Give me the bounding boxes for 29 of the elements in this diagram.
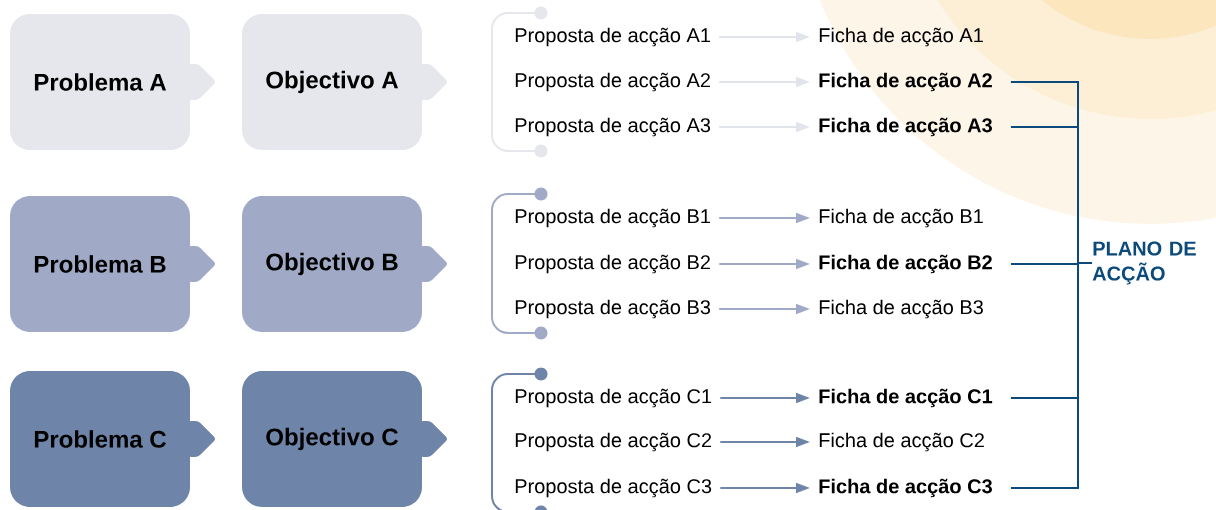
proposal-text: Proposta de acção B1 [515,208,710,228]
plan-label: PLANO DE ACÇÃO [1092,241,1196,285]
connector-line [1009,262,1093,489]
problem-box: Problema A [10,14,190,150]
action-sheet-text: Ficha de acção B1 [819,208,983,228]
proposal-text: Proposta de acção C3 [515,478,712,498]
action-sheet-text: Ficha de acção B3 [819,299,983,319]
proposal-text: Proposta de acção B3 [515,299,711,319]
action-sheet-text: Ficha de acção A1 [819,27,983,47]
chevron-arrow [188,64,215,100]
objective-box: Objectivo B [242,196,447,332]
action-sheet-text: Ficha de acção C1 [819,388,993,408]
chevron-arrow [188,246,215,282]
problem-box: Problema C [10,371,190,507]
action-sheet-text: Ficha de acção B2 [819,254,992,274]
action-sheet-text: Ficha de acção C2 [819,432,984,452]
proposal-text: Proposta de acção B2 [515,254,710,274]
problem-box: Problema B [10,196,190,332]
action-sheet-text: Ficha de acção A2 [819,72,992,92]
proposal-text: Proposta de acção A1 [515,27,710,47]
action-sheet-text: Ficha de acção C3 [819,478,992,498]
objective-box: Objectivo A [242,14,447,150]
objective-box: Objectivo C [242,371,447,507]
proposal-text: Proposta de acção A2 [515,72,710,92]
proposal-text: Proposta de acção A3 [515,117,711,137]
action-sheet-text: Ficha de acção A3 [819,117,992,137]
proposal-text: Proposta de acção C2 [515,432,712,452]
proposal-text: Proposta de acção C1 [515,388,712,408]
chevron-arrow [188,421,215,457]
